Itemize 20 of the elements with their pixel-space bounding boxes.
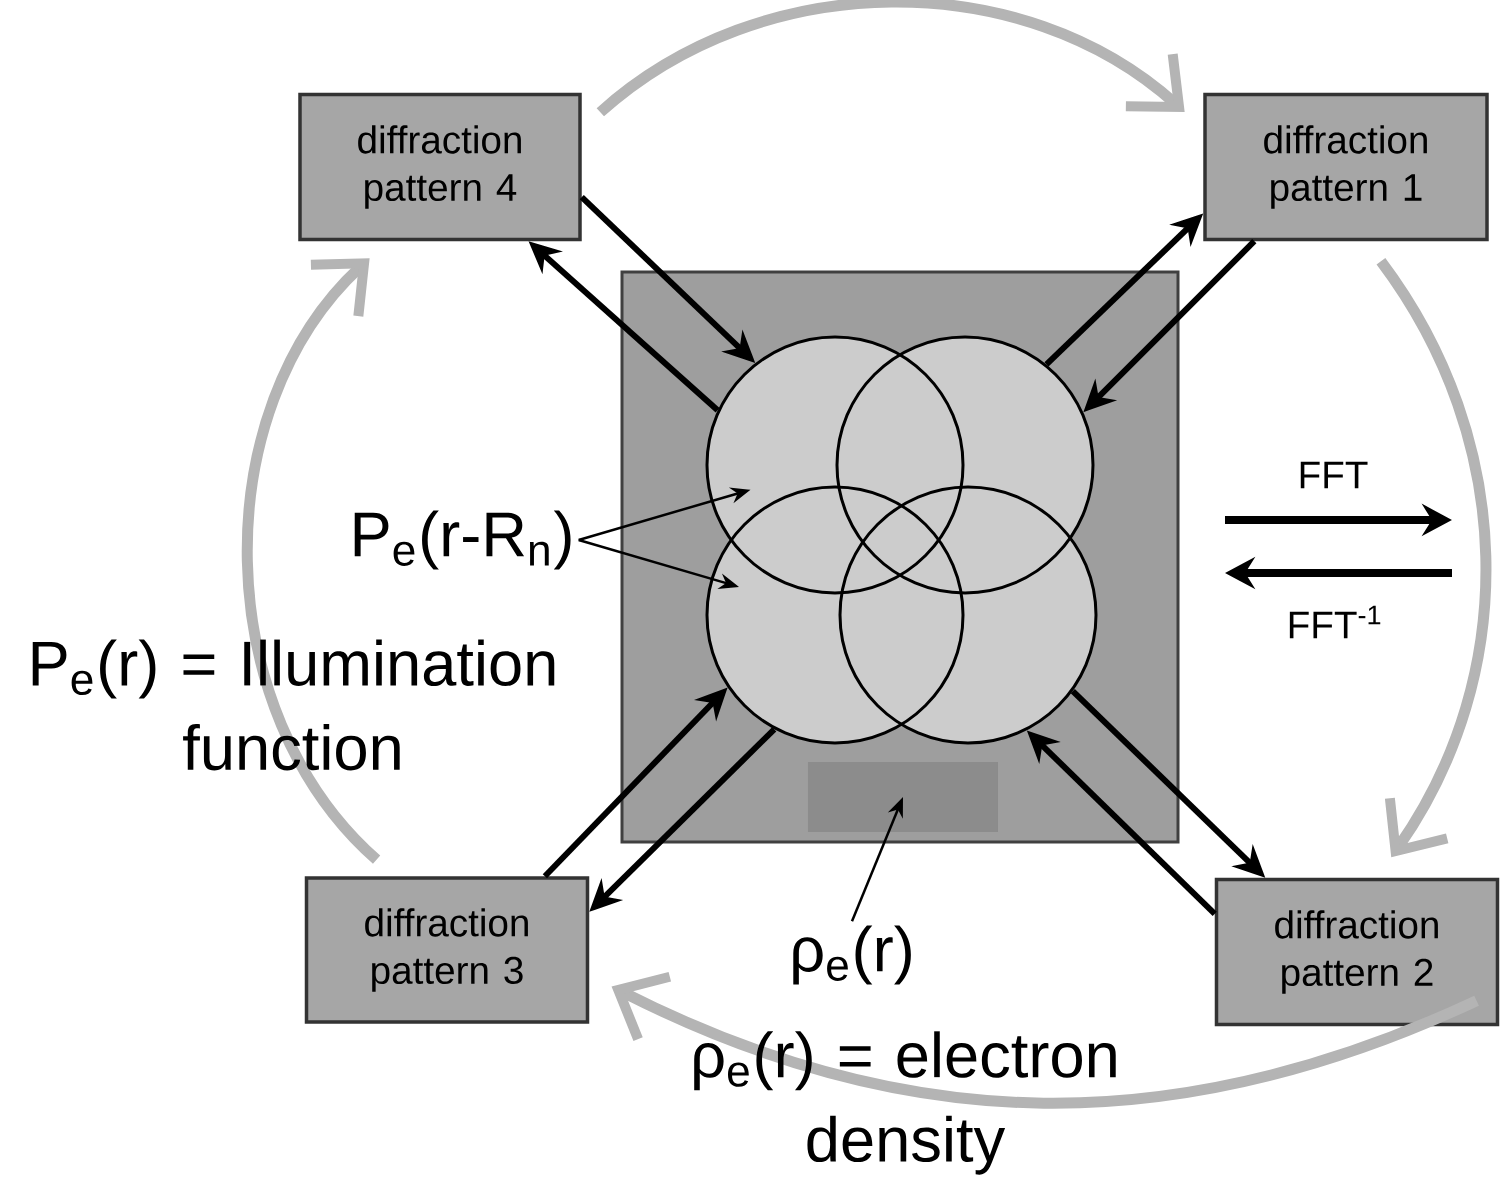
probe-circle: [705, 485, 965, 745]
formula-label: P$_{e}$(r-R$_{n}$): [354, 510, 571, 570]
text-label: FFT$^{-1}$: [1289, 605, 1381, 639]
cycle-arrow: [241, 258, 381, 864]
probe-circle: [835, 335, 1095, 595]
probe-circle: [838, 485, 1098, 745]
text-label: ρ$_{e}$(r) = electron density: [694, 1031, 1116, 1175]
pattern-box: diffraction pattern 4: [298, 92, 582, 242]
text-label: P$_{e}$(r) = Illumination function: [32, 639, 555, 771]
cycle-arrow: [1376, 258, 1492, 858]
pattern-box: diffraction pattern 2: [1214, 877, 1500, 1027]
cycle-arrow: [596, 0, 1185, 117]
sample-area: [808, 762, 998, 832]
text-label: FFT: [1300, 461, 1368, 489]
formula-label: ρ$_{e}$(r): [793, 925, 911, 985]
probe-circle: [705, 335, 965, 595]
sample-square: [620, 270, 1180, 844]
pattern-box: diffraction pattern 1: [1203, 92, 1489, 242]
pattern-box: diffraction pattern 3: [304, 876, 590, 1024]
cycle-arrow: [611, 971, 1479, 1109]
